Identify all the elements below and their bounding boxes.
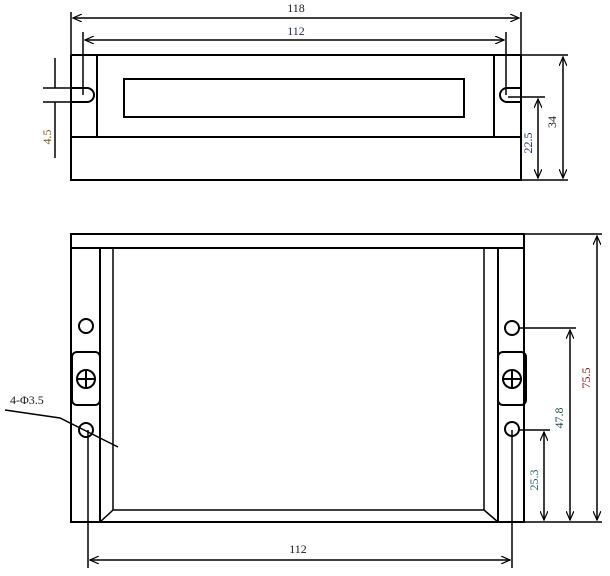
front-view <box>70 233 527 523</box>
side-rails <box>99 248 499 522</box>
dim-34-label: 34 <box>545 116 559 128</box>
dim-75-5-label: 75.5 <box>579 368 593 389</box>
dim-22-5-label: 22.5 <box>521 133 535 154</box>
dim-112-top-label: 112 <box>287 24 305 38</box>
inner-panel <box>99 248 499 523</box>
dim-25-3-label: 25.3 <box>527 470 541 491</box>
base-plate <box>70 136 522 181</box>
dim-112-bottom-label: 112 <box>289 542 307 556</box>
top-dimensions <box>43 12 568 181</box>
right-slot <box>499 87 521 103</box>
cover <box>96 54 495 138</box>
hole-leader-line <box>4 409 119 448</box>
front-dimensions <box>4 233 602 568</box>
ground-screw-icon <box>502 369 522 389</box>
dim-47-8-label: 47.8 <box>552 408 566 429</box>
hole-callout-label: 4-Φ3.5 <box>10 393 44 407</box>
dim-4-5-label: 4.5 <box>40 130 54 145</box>
terminal-box <box>497 351 527 406</box>
mount-hole-icon <box>78 318 94 334</box>
housing-outline <box>70 233 525 523</box>
ground-screw-icon <box>76 369 96 389</box>
terminal-box <box>71 351 101 406</box>
left-slot <box>71 87 95 103</box>
mount-tabs <box>70 54 522 137</box>
dim-118-label: 118 <box>287 1 305 15</box>
mount-hole-icon <box>78 422 94 438</box>
top-view <box>70 54 522 181</box>
mount-hole-icon <box>504 320 520 336</box>
display-window <box>123 78 465 118</box>
